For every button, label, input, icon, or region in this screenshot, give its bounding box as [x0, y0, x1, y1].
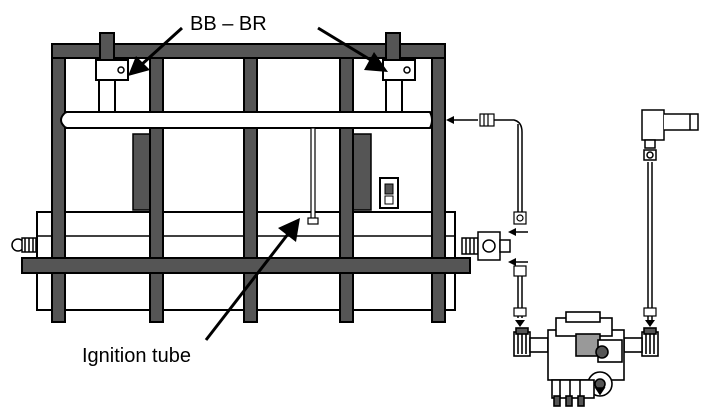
frame-post-4 [339, 43, 354, 323]
left-burner-plate [132, 133, 152, 211]
frame-post-1 [51, 43, 66, 323]
frame-top-bar [51, 43, 446, 59]
left-bracket [95, 32, 129, 114]
fitting-mid-arrow-2 [508, 258, 516, 266]
frame-post-2 [149, 43, 164, 323]
right-bracket [382, 32, 416, 114]
frame-post-5 [431, 43, 446, 323]
pilot-tube [62, 111, 433, 129]
ignition-tube-tip [307, 217, 319, 225]
fitting-top-left [479, 113, 495, 127]
gas-tubing [450, 119, 653, 320]
gas-valve-unit [513, 311, 659, 407]
ignition-tube [310, 127, 316, 221]
fitting-lower [513, 265, 527, 277]
label-top: BB – BR [190, 13, 267, 35]
elbow-fitting [641, 109, 699, 161]
label-arrows [128, 26, 388, 341]
fitting-mid-arrow [508, 228, 516, 236]
down-arrow-left [513, 307, 527, 327]
right-burner-plate [352, 133, 372, 211]
small-switch [379, 177, 399, 209]
pilot-tube-left-cap [60, 111, 67, 129]
label-ignition-tube: Ignition tube [82, 345, 191, 367]
right-fitting [461, 231, 511, 261]
fitting-mid [513, 211, 527, 225]
tube-arrow-1 [446, 116, 454, 124]
frame-lower-bar [21, 257, 471, 274]
left-bolt [11, 237, 37, 253]
down-arrow-right [643, 307, 657, 327]
